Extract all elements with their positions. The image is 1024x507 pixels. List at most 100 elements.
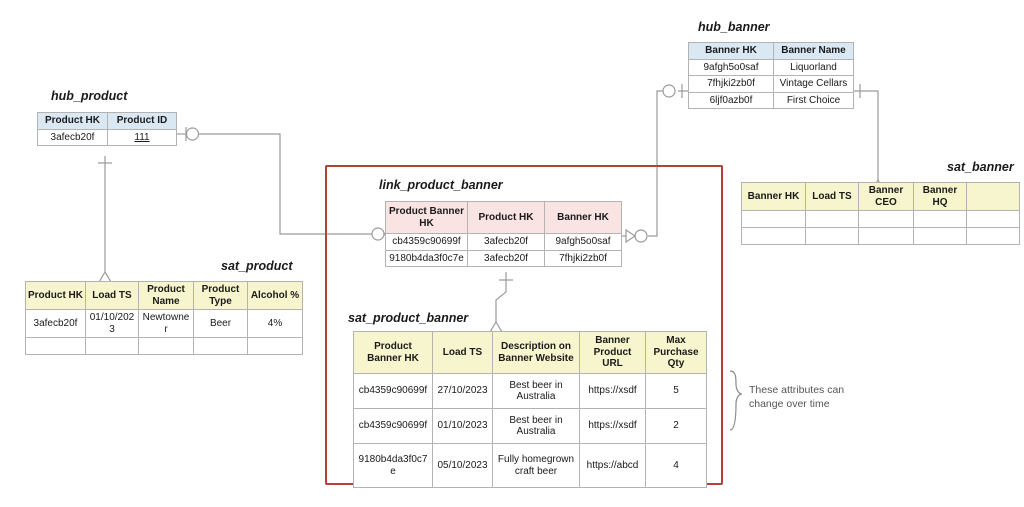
cell-description: Best beer in Australia <box>492 373 580 409</box>
table-row <box>741 210 1020 228</box>
col-load-ts: Load TS <box>85 281 139 310</box>
col-description: Description on Banner Website <box>492 331 580 374</box>
cell-empty <box>913 210 967 228</box>
cell-product-type: Beer <box>193 309 248 338</box>
cell-description: Best beer in Australia <box>492 408 580 444</box>
cell-product-hk: 3afecb20f <box>467 249 545 267</box>
curly-brace <box>729 370 743 431</box>
cell-banner-name: Liquorland <box>773 58 854 76</box>
cell-alcohol-pct: 4% <box>247 309 303 338</box>
sat-product-caption: sat_product <box>221 259 293 273</box>
sat-product-table: Product HK Load TS Product Name Product … <box>25 281 303 355</box>
cell-banner-name: Vintage Cellars <box>773 75 854 93</box>
col-product-banner-hk: Product Banner HK <box>353 331 433 374</box>
cell-empty <box>966 227 1020 245</box>
col-product-id: Product ID <box>107 112 177 130</box>
col-load-ts: Load TS <box>805 182 859 211</box>
table-row: 9180b4da3f0c7e 05/10/2023 Fully homegrow… <box>353 443 707 488</box>
cell-product-name: Newtowner <box>138 309 194 338</box>
cell-description: Fully homegrown craft beer <box>492 443 580 488</box>
table-row: 7fhjki2zb0f Vintage Cellars <box>688 75 854 93</box>
cell-empty <box>741 210 806 228</box>
table-header-row: Product HK Load TS Product Name Product … <box>25 281 303 310</box>
cell-empty <box>741 227 806 245</box>
table-header-row: Banner HK Banner Name <box>688 42 854 60</box>
col-banner-product-url: Banner Product URL <box>579 331 646 374</box>
table-header-row: Product HK Product ID <box>37 112 177 130</box>
wire-circle-hubbanner <box>662 84 676 98</box>
cell-load-ts: 01/10/2023 <box>85 309 139 338</box>
sat-product-banner-table: Product Banner HK Load TS Description on… <box>353 331 707 488</box>
cell-max-purchase-qty: 5 <box>645 373 707 409</box>
wire-circle-hubproduct <box>185 127 200 141</box>
hub-banner-caption: hub_banner <box>698 20 770 34</box>
link-product-banner-caption: link_product_banner <box>379 178 503 192</box>
table-row: 3afecb20f 01/10/2023 Newtowner Beer 4% <box>25 309 303 338</box>
table-row <box>25 337 303 355</box>
cell-max-purchase-qty: 4 <box>645 443 707 488</box>
col-banner-name: Banner Name <box>773 42 854 60</box>
col-alcohol-pct: Alcohol % <box>247 281 303 310</box>
cell-empty <box>805 227 859 245</box>
col-product-name: Product Name <box>138 281 194 310</box>
cell-load-ts: 01/10/2023 <box>432 408 493 444</box>
cell-banner-name: First Choice <box>773 91 854 109</box>
col-product-hk: Product HK <box>467 201 545 234</box>
cell-empty <box>858 210 914 228</box>
cell-product-banner-hk: cb4359c90699f <box>385 233 468 251</box>
table-row <box>741 227 1020 245</box>
cell-banner-product-url: https://xsdf <box>579 373 646 409</box>
table-row: 6ljf0azb0f First Choice <box>688 91 854 109</box>
col-banner-ceo: Banner CEO <box>858 182 914 211</box>
col-product-hk: Product HK <box>37 112 108 130</box>
wire-hubbanner-to-satbanner <box>853 90 879 180</box>
col-banner-hk: Banner HK <box>688 42 774 60</box>
table-row: cb4359c90699f 3afecb20f 9afgh5o0saf <box>385 233 622 251</box>
cell-empty <box>193 337 248 355</box>
cell-load-ts: 27/10/2023 <box>432 373 493 409</box>
cell-product-hk: 3afecb20f <box>37 128 108 146</box>
cell-empty <box>25 337 86 355</box>
cell-product-banner-hk: 9180b4da3f0c7e <box>353 443 433 488</box>
col-banner-hk: Banner HK <box>741 182 806 211</box>
cell-banner-product-url: https://xsdf <box>579 408 646 444</box>
cell-product-banner-hk: cb4359c90699f <box>353 373 433 409</box>
cell-product-hk: 3afecb20f <box>25 309 86 338</box>
cell-empty <box>805 210 859 228</box>
cell-empty <box>966 210 1020 228</box>
table-header-row: Banner HK Load TS Banner CEO Banner HQ <box>741 182 1020 211</box>
col-load-ts: Load TS <box>432 331 493 374</box>
cell-empty <box>247 337 303 355</box>
table-row: 9180b4da3f0c7e 3afecb20f 7fhjki2zb0f <box>385 249 622 267</box>
sat-banner-caption: sat_banner <box>947 160 1014 174</box>
cell-banner-hk: 6ljf0azb0f <box>688 91 774 109</box>
cell-banner-hk: 7fhjki2zb0f <box>544 249 622 267</box>
cell-banner-product-url: https://abcd <box>579 443 646 488</box>
link-product-banner-table: Product Banner HK Product HK Banner HK c… <box>385 201 622 267</box>
table-row: 9afgh5o0saf Liquorland <box>688 58 854 76</box>
cell-product-id: 111 <box>107 128 177 146</box>
col-blank <box>966 182 1020 211</box>
col-product-type: Product Type <box>193 281 248 310</box>
col-max-purchase-qty: Max Purchase Qty <box>645 331 707 374</box>
sat-product-banner-caption: sat_product_banner <box>348 311 469 325</box>
col-product-banner-hk: Product Banner HK <box>385 201 468 234</box>
hub-product-table: Product HK Product ID 3afecb20f 111 <box>37 112 177 146</box>
cell-load-ts: 05/10/2023 <box>432 443 493 488</box>
col-banner-hk: Banner HK <box>544 201 622 234</box>
table-row: cb4359c90699f 01/10/2023 Best beer in Au… <box>353 408 707 444</box>
cell-product-hk: 3afecb20f <box>467 233 545 251</box>
col-product-hk: Product HK <box>25 281 86 310</box>
hub-product-caption: hub_product <box>51 89 128 103</box>
cell-max-purchase-qty: 2 <box>645 408 707 444</box>
cell-product-banner-hk: cb4359c90699f <box>353 408 433 444</box>
cell-empty <box>913 227 967 245</box>
table-header-row: Product Banner HK Product HK Banner HK <box>385 201 622 234</box>
cell-banner-hk: 9afgh5o0saf <box>688 58 774 76</box>
table-header-row: Product Banner HK Load TS Description on… <box>353 331 707 374</box>
cell-empty <box>85 337 139 355</box>
table-row: cb4359c90699f 27/10/2023 Best beer in Au… <box>353 373 707 409</box>
sat-banner-table: Banner HK Load TS Banner CEO Banner HQ <box>741 182 1020 245</box>
